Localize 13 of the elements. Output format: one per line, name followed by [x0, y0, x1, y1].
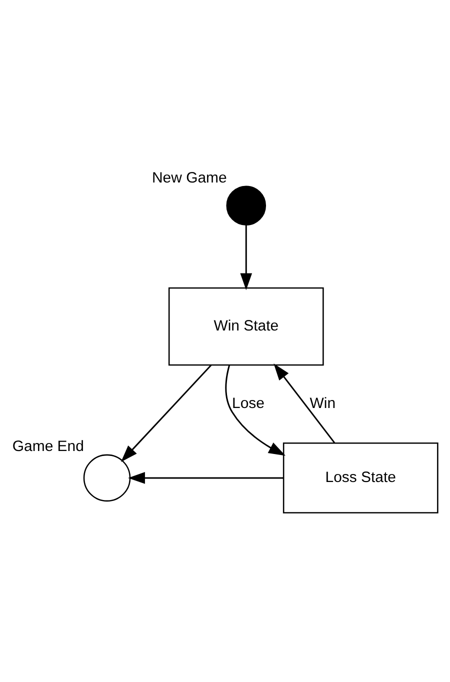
node-circle: [83, 454, 131, 502]
edge-label: Lose: [232, 394, 265, 412]
arrow: [274, 362, 336, 443]
arrow: [240, 224, 252, 290]
arrow: [225, 364, 286, 456]
node-box: Win State: [168, 286, 324, 366]
edge-label: Win: [310, 394, 336, 412]
node-label: New Game: [152, 168, 227, 186]
node-circle: [226, 185, 266, 225]
node-box: Loss State: [282, 442, 438, 513]
arrow: [128, 472, 284, 484]
arrow: [120, 364, 212, 462]
node-label: Game End: [12, 437, 84, 454]
